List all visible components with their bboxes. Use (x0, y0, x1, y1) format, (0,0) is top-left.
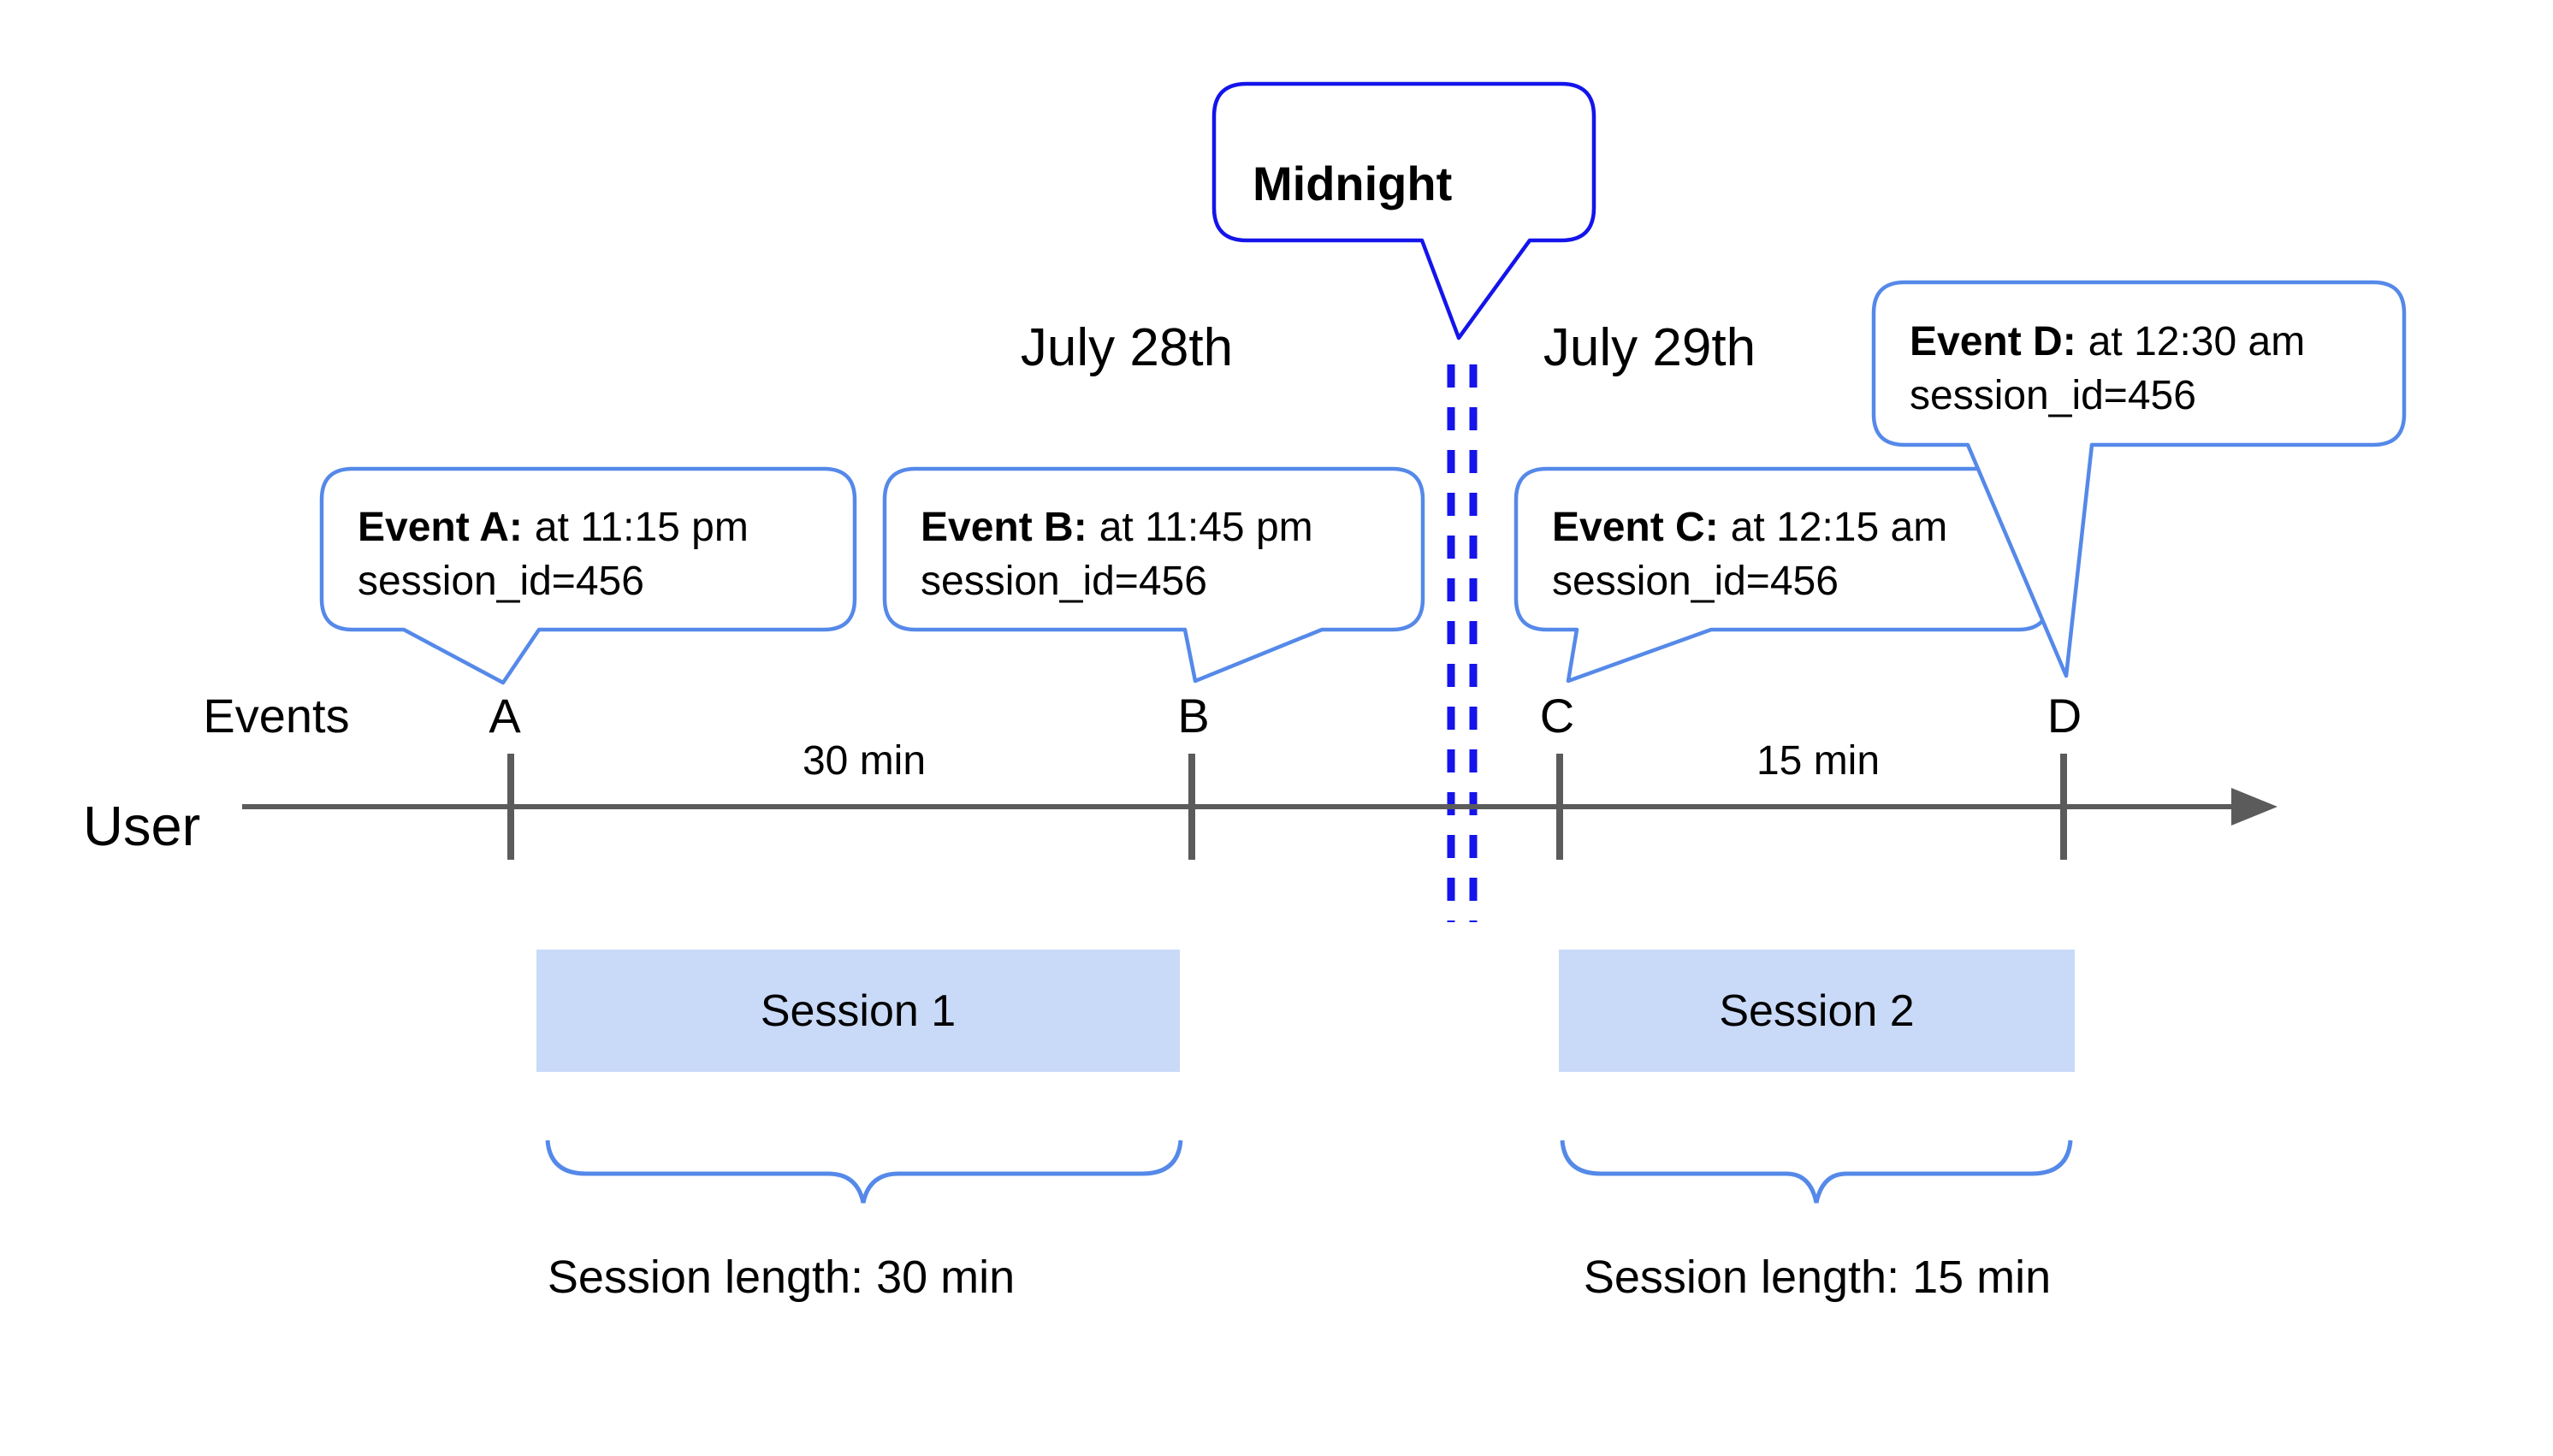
interval-label-15min: 15 min (1756, 738, 1881, 784)
session1-length-label: Session length: 30 min (547, 1252, 1016, 1303)
midnight-callout-shape (1211, 81, 1596, 340)
event-a-callout-text: Event A:at 11:15 pm session_id=456 (358, 500, 749, 608)
timeline-arrowhead-icon (2231, 788, 2278, 826)
session2-brace (1560, 1139, 2073, 1204)
event-c-line1: Event C:at 12:15 am (1552, 500, 1947, 554)
session2-box: Session 2 (1559, 950, 2075, 1072)
event-d-line1: Event D: at 12:30 am (1910, 315, 2305, 369)
session1-box: Session 1 (536, 950, 1180, 1072)
event-b-callout-text: Event B: at 11:45 pm session_id=456 (921, 500, 1313, 608)
event-c-title: Event C: (1552, 505, 1719, 550)
event-d-time: at 12:30 am (2088, 319, 2306, 364)
event-c-session-id: session_id=456 (1552, 559, 1839, 604)
events-row-label: Events (203, 689, 350, 743)
session2-length-label: Session length: 15 min (1583, 1252, 2052, 1303)
event-d-callout-shape (1871, 280, 2407, 678)
event-letter-a: A (489, 689, 521, 743)
user-axis-label: User (83, 795, 201, 857)
event-a-session-id: session_id=456 (358, 559, 644, 604)
event-c-time: at 12:15 am (1730, 505, 1948, 550)
event-b-line1: Event B: at 11:45 pm (921, 500, 1313, 554)
event-d-session-id: session_id=456 (1910, 373, 2196, 418)
event-c-callout-text: Event C:at 12:15 am session_id=456 (1552, 500, 1947, 608)
event-d-title: Event D: (1910, 319, 2076, 364)
event-letter-d: D (2047, 689, 2082, 743)
event-letter-b: B (1177, 689, 1210, 743)
event-letter-c: C (1539, 689, 1575, 743)
event-b-title: Event B: (921, 505, 1087, 550)
event-b-callout-shape (882, 466, 1425, 684)
event-b-time: at 11:45 pm (1099, 505, 1313, 550)
interval-label-30min: 30 min (802, 738, 927, 784)
event-d-callout-text: Event D: at 12:30 am session_id=456 (1910, 315, 2305, 423)
session2-name: Session 2 (1719, 985, 1915, 1036)
event-a-callout-shape (319, 466, 857, 685)
midnight-label: Midnight (1253, 157, 1453, 210)
date-label-july-28: July 28th (1020, 318, 1234, 377)
event-a-line1: Event A:at 11:15 pm (358, 500, 749, 554)
event-a-time: at 11:15 pm (534, 505, 749, 550)
date-label-july-29: July 29th (1543, 318, 1756, 377)
event-b-session-id: session_id=456 (921, 559, 1207, 604)
session1-name: Session 1 (760, 985, 957, 1036)
event-a-title: Event A: (358, 505, 523, 550)
session1-brace (545, 1139, 1183, 1204)
